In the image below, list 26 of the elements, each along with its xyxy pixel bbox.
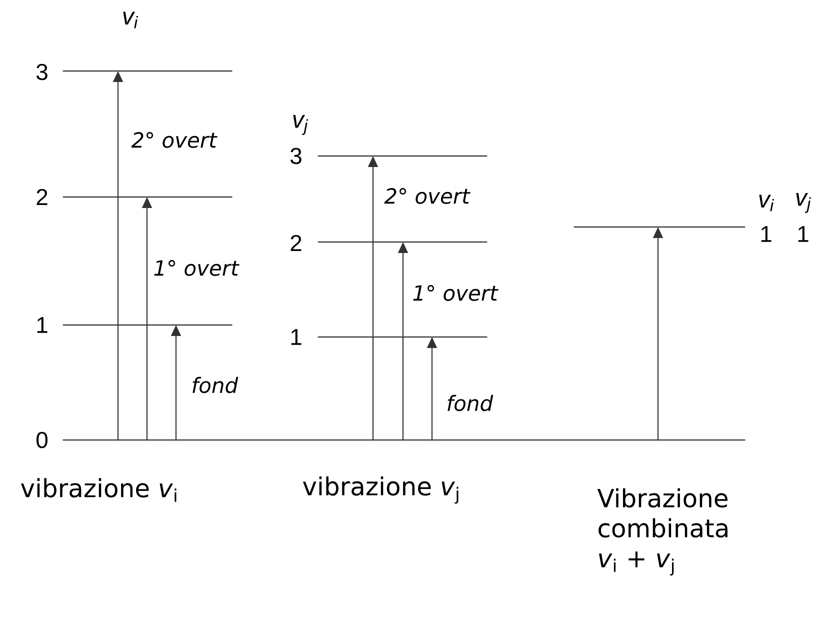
energy-level-line bbox=[318, 241, 488, 243]
level-number: 0 bbox=[36, 432, 48, 448]
level-number: 1 bbox=[37, 317, 48, 333]
level-number: 3 bbox=[290, 148, 302, 164]
level-number: 3 bbox=[36, 64, 48, 80]
level-number: 1 bbox=[798, 226, 808, 242]
level-number: 1 bbox=[761, 226, 772, 242]
edge-label: 1° overt bbox=[154, 260, 240, 276]
energy-level-line bbox=[318, 336, 488, 338]
energy-level-line bbox=[62, 324, 232, 326]
edge-label: 2° overt bbox=[384, 188, 470, 204]
energy-level-line bbox=[62, 70, 232, 72]
energy-level-line bbox=[62, 439, 746, 441]
edge-label: fond bbox=[448, 394, 494, 412]
level-number: 2 bbox=[36, 188, 48, 206]
caption: vibrazione v$_{j}$ bbox=[302, 476, 458, 504]
level-number: 2 bbox=[290, 234, 302, 252]
edge-label: 2° overt bbox=[131, 132, 218, 148]
energy-level-line bbox=[318, 155, 488, 157]
quantum-number-symbol: v$_{j}$ bbox=[796, 193, 812, 213]
edge-label: 1° overt bbox=[413, 285, 498, 301]
caption: Vibrazione combinata v$_{i}$ + v$_{j}$ bbox=[597, 488, 728, 576]
edge-label: fond bbox=[192, 376, 238, 394]
energy-level-line bbox=[62, 196, 232, 198]
energy-level-line bbox=[574, 226, 746, 228]
level-number: 1 bbox=[291, 329, 302, 345]
